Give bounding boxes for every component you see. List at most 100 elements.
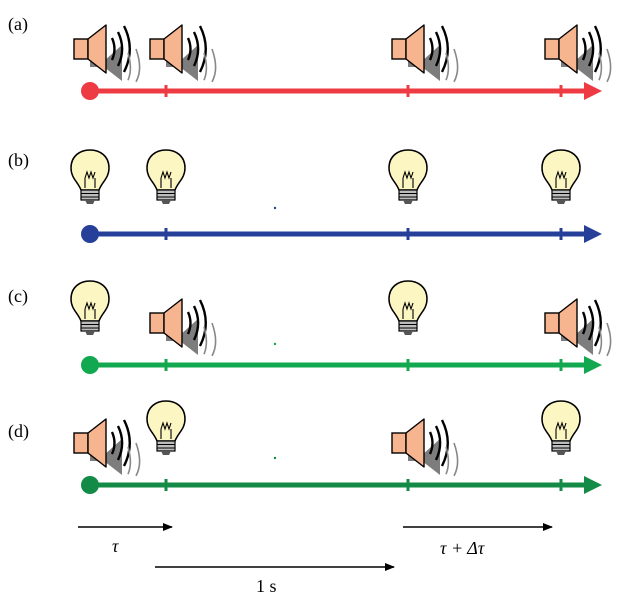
sound-echo-wave xyxy=(606,48,612,83)
bulb-base xyxy=(80,189,100,201)
sound-echo-wave xyxy=(445,52,450,81)
speaker-cone xyxy=(163,24,183,74)
speaker-cone xyxy=(558,298,578,348)
row-label-b: (b) xyxy=(8,150,29,171)
sound-echo-wave xyxy=(203,326,208,355)
lightbulb-icon xyxy=(541,400,581,455)
sound-wave xyxy=(192,305,200,341)
timeline-arrowhead-c xyxy=(584,356,602,374)
speaker-cone xyxy=(87,418,107,468)
bulb-filament xyxy=(84,301,96,319)
lightbulb-icon xyxy=(146,400,186,455)
speaker-cone xyxy=(87,24,107,74)
sound-wave xyxy=(116,425,124,461)
speaker-icon xyxy=(149,298,217,357)
bulb-tip xyxy=(85,331,95,335)
speaker-icon xyxy=(391,418,459,477)
speaker-body xyxy=(544,38,560,60)
timeline-start-dot-d xyxy=(81,476,99,494)
timeline-row-b xyxy=(70,149,602,243)
sound-wave xyxy=(587,31,595,67)
bulb-tip xyxy=(85,200,95,204)
speaker-icon xyxy=(73,24,141,83)
timeline-row-c xyxy=(70,280,612,374)
row-label-d: (d) xyxy=(8,421,29,442)
bulb-filament xyxy=(402,170,414,188)
speaker-body xyxy=(73,38,89,60)
lightbulb-icon xyxy=(388,149,428,204)
sound-echo-wave xyxy=(598,52,603,81)
bulb-glass xyxy=(388,280,428,322)
bulb-tip xyxy=(403,200,413,204)
timeline-start-dot-a xyxy=(81,82,99,100)
sound-echo-wave xyxy=(211,48,217,83)
timeline-start-dot-b xyxy=(81,225,99,243)
bulb-base xyxy=(398,320,418,332)
bulb-base xyxy=(551,440,571,452)
one-second-label: 1 s xyxy=(256,576,277,596)
sound-wave xyxy=(116,31,124,67)
sound-echo-wave xyxy=(203,52,208,81)
bulb-filament xyxy=(84,170,96,188)
lightbulb-icon xyxy=(541,149,581,204)
speaker-body xyxy=(149,38,165,60)
speaker-icon xyxy=(73,418,141,477)
timeline-arrowhead-d xyxy=(584,476,602,494)
timeline-row-d xyxy=(73,400,602,494)
speaker-body xyxy=(391,432,407,454)
lightbulb-icon xyxy=(70,149,110,204)
bulb-glass xyxy=(146,400,186,442)
bulb-base xyxy=(156,189,176,201)
bulb-glass xyxy=(388,149,428,191)
bulb-glass xyxy=(70,149,110,191)
timeline-arrowhead-a xyxy=(584,82,602,100)
sound-wave xyxy=(192,31,200,67)
timeline-start-dot-c xyxy=(81,356,99,374)
sound-wave xyxy=(186,37,192,61)
bulb-glass xyxy=(541,400,581,442)
bulb-base xyxy=(156,440,176,452)
speaker-cone xyxy=(163,298,183,348)
sound-wave xyxy=(593,299,602,347)
sound-echo-wave xyxy=(453,48,459,83)
bulb-filament xyxy=(555,170,567,188)
sound-echo-wave xyxy=(445,446,450,475)
speaker-icon xyxy=(149,24,217,83)
lightbulb-icon xyxy=(388,280,428,335)
sound-wave xyxy=(581,37,587,61)
speaker-body xyxy=(544,312,560,334)
row-label-a: (a) xyxy=(8,14,28,35)
sound-wave xyxy=(428,37,434,61)
bulb-tip xyxy=(403,331,413,335)
bulb-glass xyxy=(541,149,581,191)
lightbulb-icon xyxy=(146,149,186,204)
timeline-row-a xyxy=(73,24,612,100)
row-label-c: (c) xyxy=(8,286,28,307)
bulb-base xyxy=(551,189,571,201)
sound-wave xyxy=(587,305,595,341)
sound-wave xyxy=(110,37,116,61)
sound-wave xyxy=(198,299,207,347)
stray-dot xyxy=(273,456,277,460)
sound-echo-wave xyxy=(598,326,603,355)
speaker-body xyxy=(73,432,89,454)
sound-wave xyxy=(581,311,587,335)
sound-echo-wave xyxy=(135,48,141,83)
sound-wave xyxy=(122,25,131,73)
bulb-filament xyxy=(160,170,172,188)
bulb-tip xyxy=(556,451,566,455)
tau-plus-delta-label: τ + Δτ xyxy=(440,538,485,558)
bulb-tip xyxy=(161,451,171,455)
sound-echo-wave xyxy=(135,442,141,477)
bulb-tip xyxy=(161,200,171,204)
speaker-icon xyxy=(544,24,612,83)
sound-wave xyxy=(434,31,442,67)
sound-echo-wave xyxy=(453,442,459,477)
speaker-cone xyxy=(405,418,425,468)
sound-echo-wave xyxy=(211,322,217,357)
stray-dot xyxy=(273,206,277,210)
speaker-cone xyxy=(405,24,425,74)
lightbulb-icon xyxy=(70,280,110,335)
bulb-glass xyxy=(70,280,110,322)
